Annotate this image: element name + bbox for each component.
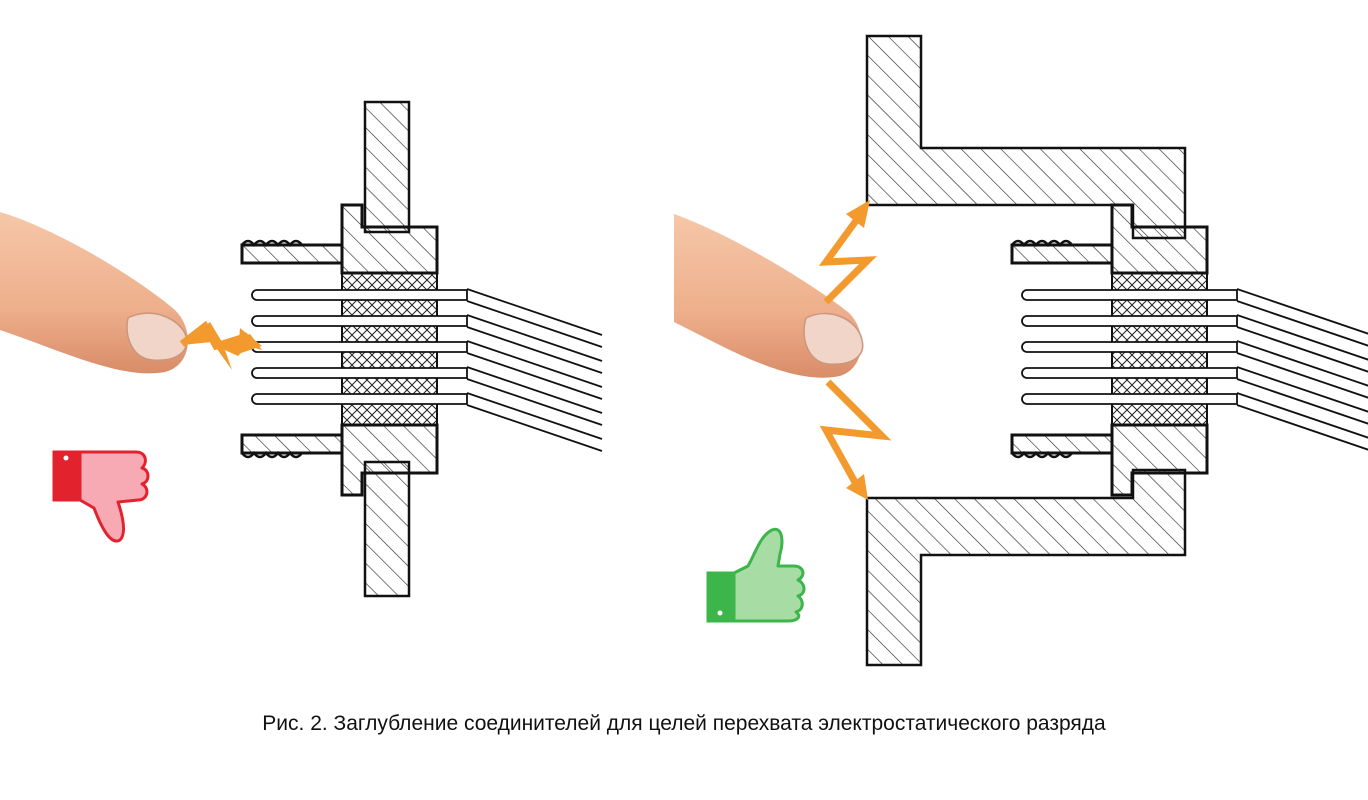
- housing-top: [865, 34, 1187, 240]
- connector-right: [1010, 203, 1368, 497]
- spark-right-up: [818, 215, 877, 305]
- spark-right-up-head: [846, 200, 870, 228]
- housing-bottom: [865, 468, 1187, 667]
- panel-wall-top: [363, 100, 411, 234]
- finger-right: [674, 214, 864, 378]
- thumbs-down-icon: [52, 450, 150, 543]
- finger-left: [0, 212, 188, 374]
- right-panel: [674, 34, 1368, 667]
- panel-wall-bottom: [363, 460, 411, 598]
- spark-left-bolt: [179, 320, 250, 351]
- figure-caption: Рис. 2. Заглубление соединителей для цел…: [262, 712, 1106, 735]
- diagram-canvas: [0, 34, 1368, 667]
- spark-left-head: [238, 328, 262, 354]
- left-panel: [0, 100, 604, 598]
- thumbs-up-icon: [706, 527, 806, 623]
- spark-right-down-head: [846, 474, 868, 500]
- spark-right-down: [819, 379, 892, 486]
- connector-left: [240, 203, 604, 497]
